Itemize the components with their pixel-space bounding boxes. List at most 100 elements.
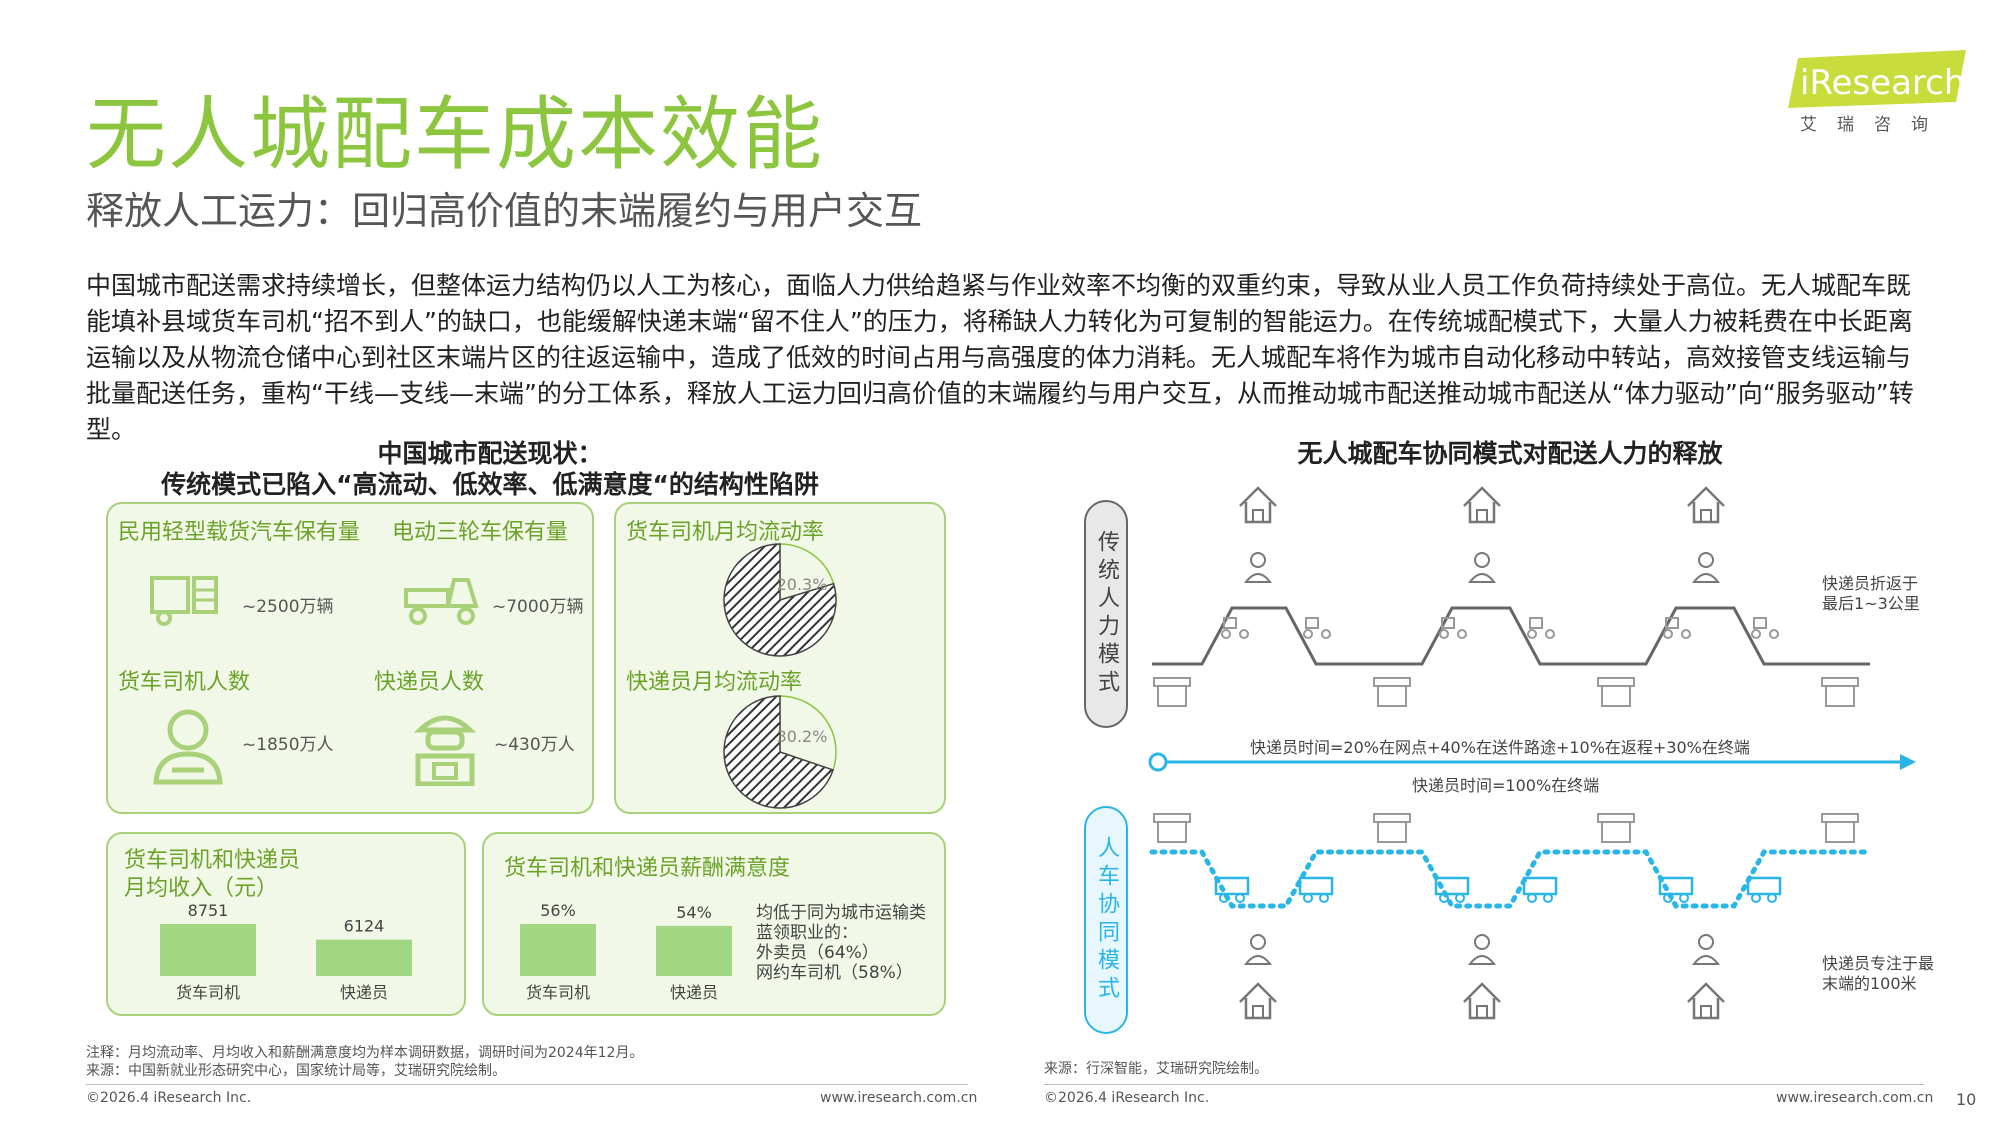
satisfaction-note-1: 均低于同为城市运输类: [756, 903, 926, 923]
collaborative-route-line: [1149, 849, 1873, 909]
left-heading-1: 中国城市配送现状：: [377, 439, 603, 468]
bar-快递员: [316, 939, 412, 976]
courier-icon: [1467, 934, 1497, 965]
intro-paragraph: 中国城市配送需求持续增长，但整体运力结构仍以人工为核心，面临人力供给趋紧与作业效…: [86, 271, 1914, 444]
stock-value-light-truck: ~2500万辆: [242, 597, 334, 617]
stock-label-truck-drivers: 货车司机人数: [118, 670, 251, 695]
right-source: 来源：行深智能，艾瑞研究院绘制。: [1044, 1061, 1268, 1077]
shop-icon: [1153, 677, 1191, 707]
driver-icon: [150, 706, 226, 790]
stock-label-tricycle: 电动三轮车保有量: [392, 520, 569, 545]
footer-copyright-left: ©2026.4 iResearch Inc.: [86, 1090, 252, 1106]
house-icon: [1463, 486, 1501, 524]
bar-快递员: [656, 925, 732, 976]
stock-value-tricycle: ~7000万辆: [492, 597, 584, 617]
satisfaction-note-2: 蓝领职业的：: [756, 923, 858, 943]
footer-copyright-right: ©2026.4 iResearch Inc.: [1044, 1090, 1210, 1106]
note-top-2: 最后1~3公里: [1822, 594, 1920, 613]
house-icon: [1687, 486, 1725, 524]
house-icon: [1463, 982, 1501, 1020]
satisfaction-bar-chart: 56% 货车司机 54% 快递员: [520, 901, 732, 1002]
footer-divider-left: [86, 1084, 968, 1085]
pie-value-label: 30.2%: [777, 727, 828, 746]
bar-value-label: 8751: [188, 901, 229, 920]
shop-icon: [1821, 677, 1859, 707]
shop-icon: [1821, 813, 1859, 843]
timeline-arrow-icon: [1900, 754, 1916, 770]
bar-value-label: 56%: [540, 901, 576, 920]
stock-panel: [106, 502, 594, 814]
scooter-icon: [1221, 617, 1249, 639]
scooter-icon: [1527, 617, 1555, 639]
courier-icon: [1243, 934, 1273, 965]
pie-chart-courier-turnover: 30.2%: [723, 695, 837, 809]
stock-label-light-truck: 民用轻型载货汽车保有量: [118, 520, 361, 545]
traditional-mode-label: 传统人力模式: [1084, 500, 1128, 728]
shop-icon: [1597, 677, 1635, 707]
delivery-vehicle-icon: [1214, 876, 1250, 903]
pie-slice-remaining: [723, 543, 837, 657]
tricycle-icon: [402, 572, 484, 630]
bar-category-label: 货车司机: [526, 983, 590, 1002]
bar-value-label: 54%: [676, 903, 712, 922]
bar-货车司机: [160, 924, 256, 976]
shop-icon: [1373, 677, 1411, 707]
turnover-label-courier: 快递员月均流动率: [626, 670, 803, 695]
income-title-line1: 货车司机和快递员: [124, 848, 301, 873]
bar-category-label: 快递员: [340, 983, 388, 1002]
footer-url-right[interactable]: www.iresearch.com.cn: [1776, 1090, 1934, 1106]
time-allocation-collaborative: 快递员时间=100%在终端: [1412, 776, 1600, 795]
pie-slice-turnover: [779, 695, 837, 771]
note-bottom-1: 快递员专注于最: [1822, 954, 1935, 973]
shop-icon: [1153, 813, 1191, 843]
pie-slice-remaining: [723, 695, 834, 809]
bar-category-label: 快递员: [670, 983, 718, 1002]
courier-icon: [1691, 552, 1721, 583]
page-number: 10: [1956, 1090, 1977, 1109]
delivery-vehicle-icon: [1298, 876, 1334, 903]
bar-value-label: 6124: [344, 917, 385, 936]
truck-icon: [148, 572, 220, 630]
time-allocation-traditional: 快递员时间=20%在网点+40%在送件路途+10%在返程+30%在终端: [1250, 738, 1750, 757]
left-heading-2: 传统模式已陷入“高流动、低效率、低满意度“的结构性陷阱: [161, 470, 819, 499]
scooter-icon: [1663, 617, 1691, 639]
page-subtitle: 释放人工运力：回归高价值的末端履约与用户交互: [86, 189, 923, 233]
turnover-label-truck: 货车司机月均流动率: [626, 520, 825, 545]
income-title-line2: 月均收入（元）: [124, 876, 279, 901]
pie-slice-turnover: [779, 543, 835, 602]
house-icon: [1687, 982, 1725, 1020]
scooter-icon: [1439, 617, 1467, 639]
satisfaction-note-4: 网约车司机（58%）: [756, 963, 913, 983]
stock-value-truck-drivers: ~1850万人: [242, 735, 334, 755]
right-heading: 无人城配车协同模式对配送人力的释放: [1297, 439, 1723, 468]
house-icon: [1239, 982, 1277, 1020]
logo-subtitle: 艾瑞咨询: [1800, 115, 1948, 135]
page-title: 无人城配车成本效能: [86, 88, 824, 181]
courier-icon: [410, 706, 480, 790]
delivery-vehicle-icon: [1746, 876, 1782, 903]
footer-divider-right: [1044, 1084, 1924, 1085]
pie-chart-truck-turnover: 20.3%: [723, 543, 837, 657]
satisfaction-title: 货车司机和快递员薪酬满意度: [504, 856, 791, 881]
left-note: 注释：月均流动率、月均收入和薪酬满意度均为样本调研数据，调研时间为2024年12…: [86, 1045, 644, 1061]
shop-icon: [1373, 813, 1411, 843]
pie-value-label: 20.3%: [777, 575, 828, 594]
iresearch-logo: iResearch: [1788, 50, 1966, 110]
stock-value-couriers: ~430万人: [494, 735, 575, 755]
delivery-vehicle-icon: [1434, 876, 1470, 903]
courier-icon: [1243, 552, 1273, 583]
shop-icon: [1597, 813, 1635, 843]
footer-url-left[interactable]: www.iresearch.com.cn: [820, 1090, 978, 1106]
stock-label-couriers: 快递员人数: [374, 670, 485, 695]
scooter-icon: [1303, 617, 1331, 639]
scooter-icon: [1751, 617, 1779, 639]
note-bottom-2: 末端的100米: [1822, 974, 1917, 993]
house-icon: [1239, 486, 1277, 524]
timeline-start-icon: [1148, 752, 1168, 772]
courier-icon: [1691, 934, 1721, 965]
satisfaction-note-3: 外卖员（64%）: [756, 943, 879, 963]
courier-icon: [1467, 552, 1497, 583]
delivery-vehicle-icon: [1522, 876, 1558, 903]
income-bar-chart: 8751 货车司机 6124 快递员: [160, 901, 412, 1002]
bar-category-label: 货车司机: [176, 983, 240, 1002]
